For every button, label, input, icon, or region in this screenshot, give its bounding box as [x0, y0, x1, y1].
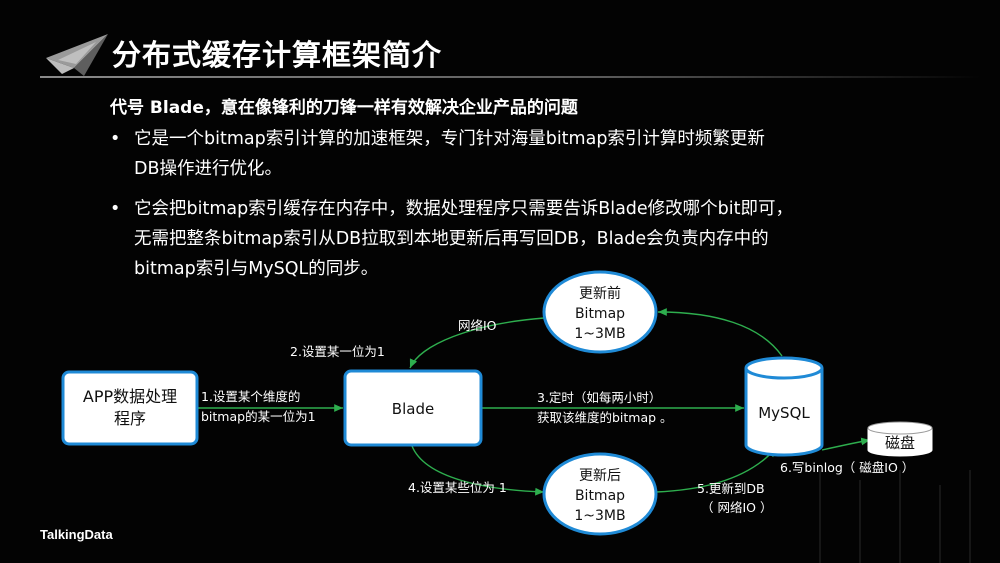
title-divider: [40, 76, 980, 78]
bullet-list: • 它是一个bitmap索引计算的加速框架，专门针对海量bitmap索引计算时频…: [108, 124, 908, 294]
app-node-box: [61, 370, 199, 446]
before-bitmap-label: 1~3MB: [574, 326, 625, 342]
after-bitmap-label: 更新后: [579, 468, 621, 484]
bullet-marker: •: [110, 129, 121, 149]
edge-label-step5: 5.更新到DB: [697, 481, 765, 496]
paper-plane-logo-icon: [46, 34, 108, 76]
mysql-node-cylinder-top: [744, 356, 824, 380]
after-bitmap-label: Bitmap: [575, 488, 625, 504]
app-node-label: APP数据处理: [83, 387, 177, 406]
mysql-node-cylinder: [744, 368, 824, 457]
blade-node-box: [343, 369, 483, 447]
bullet-item: • 它会把bitmap索引缓存在内存中，数据处理程序只需要告诉Blade修改哪个…: [108, 194, 908, 284]
bullet-line: 它是一个bitmap索引计算的加速框架，专门针对海量bitmap索引计算时频繁更…: [134, 129, 765, 149]
edge-label-step1: 1.设置某个维度的: [201, 389, 300, 404]
edge-label-step2: 2.设置某一位为1: [290, 344, 385, 359]
edge-label-step6: 6.写binlog（ 磁盘IO ）: [780, 460, 914, 475]
bullet-line: 无需把整条bitmap索引从DB拉取到本地更新后再写回DB，Blade会负责内存…: [134, 229, 769, 249]
edge-label-step1: bitmap的某一位为1: [201, 409, 316, 424]
brand-logo-text: TalkingData: [40, 527, 113, 542]
edge-label-step3: 3.定时（如每两小时）: [537, 390, 661, 405]
bullet-line: 它会把bitmap索引缓存在内存中，数据处理程序只需要告诉Blade修改哪个bi…: [134, 199, 794, 219]
blade-node-label: Blade: [392, 400, 434, 418]
disk-node-cylinder: [867, 428, 933, 457]
edge-mysql-to-before: [657, 308, 783, 357]
disk-node-cylinder-top: [867, 421, 933, 435]
disk-node-label: 磁盘: [885, 434, 915, 452]
edge-mysql-to-disk: [821, 437, 871, 451]
edge-after-to-mysql: [655, 447, 777, 493]
edge-label-step3: 获取该维度的bitmap 。: [537, 410, 673, 425]
bullet-item: • 它是一个bitmap索引计算的加速框架，专门针对海量bitmap索引计算时频…: [108, 124, 908, 184]
before-bitmap-label: 更新前: [579, 285, 621, 302]
bullet-line: bitmap索引与MySQL的同步。: [134, 259, 379, 279]
edge-label-step4: 4.设置某些位为 1: [408, 480, 507, 495]
bullet-line: DB操作进行优化。: [134, 159, 282, 179]
edge-label-net-io: 网络IO: [458, 318, 497, 333]
edge-label-step5: （ 网络IO ）: [701, 500, 772, 515]
app-node-label: 程序: [114, 409, 146, 428]
mysql-node-label: MySQL: [758, 404, 810, 422]
after-bitmap-node: [542, 452, 658, 536]
edge-blade-to-after: [411, 445, 545, 496]
page-subtitle: 代号 Blade，意在像锋利的刀锋一样有效解决企业产品的问题: [110, 98, 578, 118]
before-bitmap-node: [542, 270, 658, 354]
page-title: 分布式缓存计算框架简介: [112, 38, 443, 72]
bullet-marker: •: [110, 199, 121, 219]
edge-before-to-blade: [409, 317, 545, 369]
after-bitmap-label: 1~3MB: [574, 508, 625, 524]
before-bitmap-label: Bitmap: [575, 306, 625, 322]
decorative-lines: [819, 470, 971, 563]
